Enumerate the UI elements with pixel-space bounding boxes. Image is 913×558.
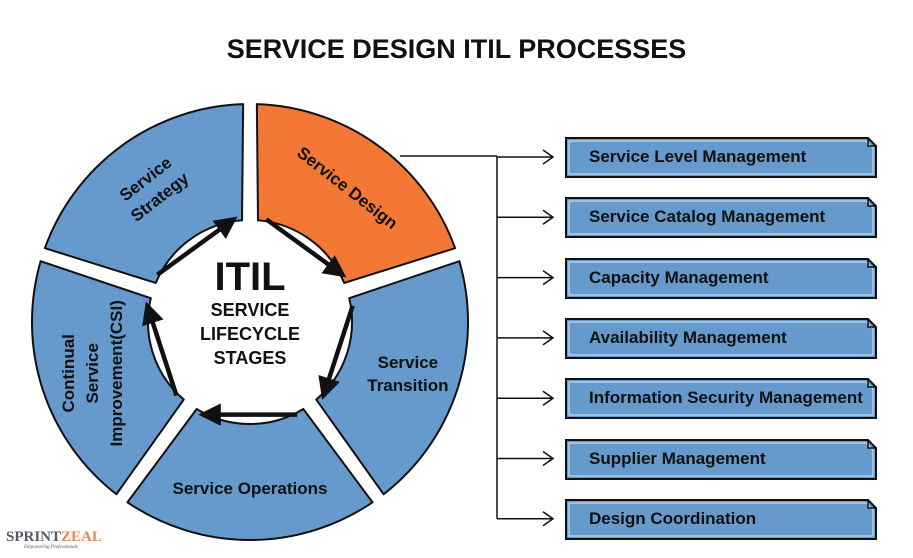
center-subtitle-line: STAGES xyxy=(214,348,287,368)
connector-arrowhead xyxy=(542,209,555,225)
process-box: Service Level Management xyxy=(565,137,877,178)
center-subtitle-line: SERVICE xyxy=(211,300,290,320)
process-box-shape xyxy=(565,317,877,359)
connector-arrowhead xyxy=(542,511,555,527)
diagram-title: SERVICE DESIGN ITIL PROCESSES xyxy=(226,34,687,64)
process-box-shape xyxy=(565,438,877,480)
process-box: Availability Management xyxy=(565,317,877,359)
sprintzeal-logo: SPRINTZEAL Empowering Professionals xyxy=(6,529,102,551)
center-subtitle-line: LIFECYCLE xyxy=(200,324,300,344)
process-box: Service Catalog Management xyxy=(565,197,877,239)
logo-text-zeal: ZEAL xyxy=(61,529,102,545)
segment-service-transition xyxy=(315,260,469,496)
process-box-shape xyxy=(565,257,877,299)
process-label: Information Security Management xyxy=(589,388,863,408)
process-label: Design Coordination xyxy=(589,508,757,528)
connector-arrowhead xyxy=(542,450,555,467)
process-label: Capacity Management xyxy=(589,267,769,287)
process-box: Design Coordination xyxy=(565,498,877,540)
logo-tagline: Empowering Professionals xyxy=(24,545,78,550)
connector-arrowhead xyxy=(542,330,555,346)
process-box: Information Security Management xyxy=(565,378,877,420)
logo-text-sprint: SPRINT xyxy=(6,529,62,545)
process-box: Supplier Management xyxy=(565,438,877,480)
cycle-arrow xyxy=(318,305,355,400)
segment-service-operations xyxy=(126,407,374,541)
process-box-shape xyxy=(565,378,877,420)
process-label: Supplier Management xyxy=(589,448,766,468)
process-box-shape xyxy=(565,197,877,239)
cycle-arrow xyxy=(156,216,238,277)
process-label: Service Level Management xyxy=(589,147,807,166)
cycle-arrow xyxy=(142,301,179,397)
process-box: Capacity Management xyxy=(565,257,877,299)
process-box-shape xyxy=(565,137,877,178)
cycle-arrow xyxy=(264,217,347,278)
segment-service-strategy xyxy=(43,103,245,284)
process-label: Service Catalog Management xyxy=(589,207,826,227)
connector-arrowhead xyxy=(542,149,555,165)
connector-arrowhead xyxy=(542,269,555,286)
process-label: Availability Management xyxy=(589,327,787,347)
segment-label-service-operations: Service Operations xyxy=(173,479,328,498)
segment-service-design xyxy=(255,103,457,284)
connector-arrowhead xyxy=(542,390,555,406)
process-box-shape xyxy=(565,498,877,540)
center-heading: ITIL xyxy=(214,255,285,299)
